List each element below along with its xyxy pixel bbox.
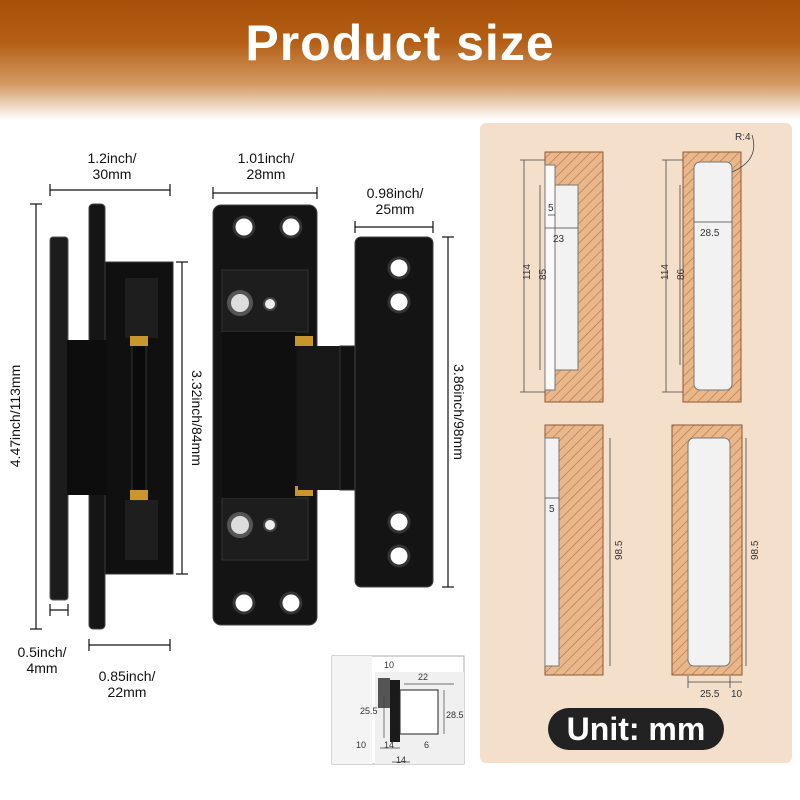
label-thickness: 0.5inch/ 4mm bbox=[17, 644, 67, 676]
hinge-side-view bbox=[49, 203, 174, 630]
d2-height-inner: 86 bbox=[676, 268, 687, 280]
cutout-diagram-3: 5 98.5 bbox=[544, 424, 625, 676]
section-label-g: 6 bbox=[424, 740, 429, 750]
header-banner bbox=[0, 0, 800, 120]
d3-width-small: 5 bbox=[549, 504, 555, 515]
d1-width-small: 5 bbox=[548, 203, 554, 214]
d1-width-body: 23 bbox=[553, 234, 565, 245]
cutout-diagram-1: 114 85 5 23 bbox=[520, 151, 604, 403]
d4-width-small: 10 bbox=[731, 689, 743, 700]
d1-height-inner: 85 bbox=[538, 268, 549, 280]
section-drawing: 10 22 25.5 28.5 10 14 6 14 bbox=[331, 655, 465, 765]
label-width-side: 1.2inch/ 30mm bbox=[87, 150, 137, 182]
d1-height-outer: 114 bbox=[522, 264, 533, 280]
label-width-plate: 0.98inch/ 25mm bbox=[366, 185, 424, 217]
label-width-front: 1.01inch/ 28mm bbox=[237, 150, 295, 182]
section-label-b: 22 bbox=[418, 672, 428, 682]
section-label-e: 10 bbox=[356, 740, 366, 750]
cutout-diagram-4: 98.5 25.5 10 bbox=[671, 424, 761, 700]
section-label-a: 10 bbox=[384, 660, 394, 670]
page-title: Product size bbox=[245, 15, 555, 71]
label-depth: 0.85inch/ 22mm bbox=[98, 668, 156, 700]
dimension-lines bbox=[30, 184, 454, 651]
label-height-body: 3.32inch/84mm bbox=[189, 370, 205, 466]
label-height-plate: 3.86inch/98mm bbox=[451, 364, 467, 460]
d3-height: 98.5 bbox=[614, 540, 625, 560]
d4-height: 98.5 bbox=[750, 540, 761, 560]
d2-height-outer: 114 bbox=[660, 264, 671, 280]
d2-radius: R:4 bbox=[735, 132, 751, 143]
section-label-h: 14 bbox=[396, 755, 406, 765]
section-label-c: 25.5 bbox=[360, 706, 378, 716]
hinge-plate-view bbox=[354, 236, 434, 588]
section-label-d: 28.5 bbox=[446, 710, 464, 720]
cutout-diagram-2: R:4 114 86 28.5 bbox=[660, 132, 755, 403]
unit-badge: Unit: mm bbox=[548, 708, 724, 750]
d4-width-body: 25.5 bbox=[700, 689, 720, 700]
d2-width-body: 28.5 bbox=[700, 228, 720, 239]
label-height-total: 4.47inch/113mm bbox=[7, 364, 23, 468]
section-label-f: 14 bbox=[384, 740, 394, 750]
